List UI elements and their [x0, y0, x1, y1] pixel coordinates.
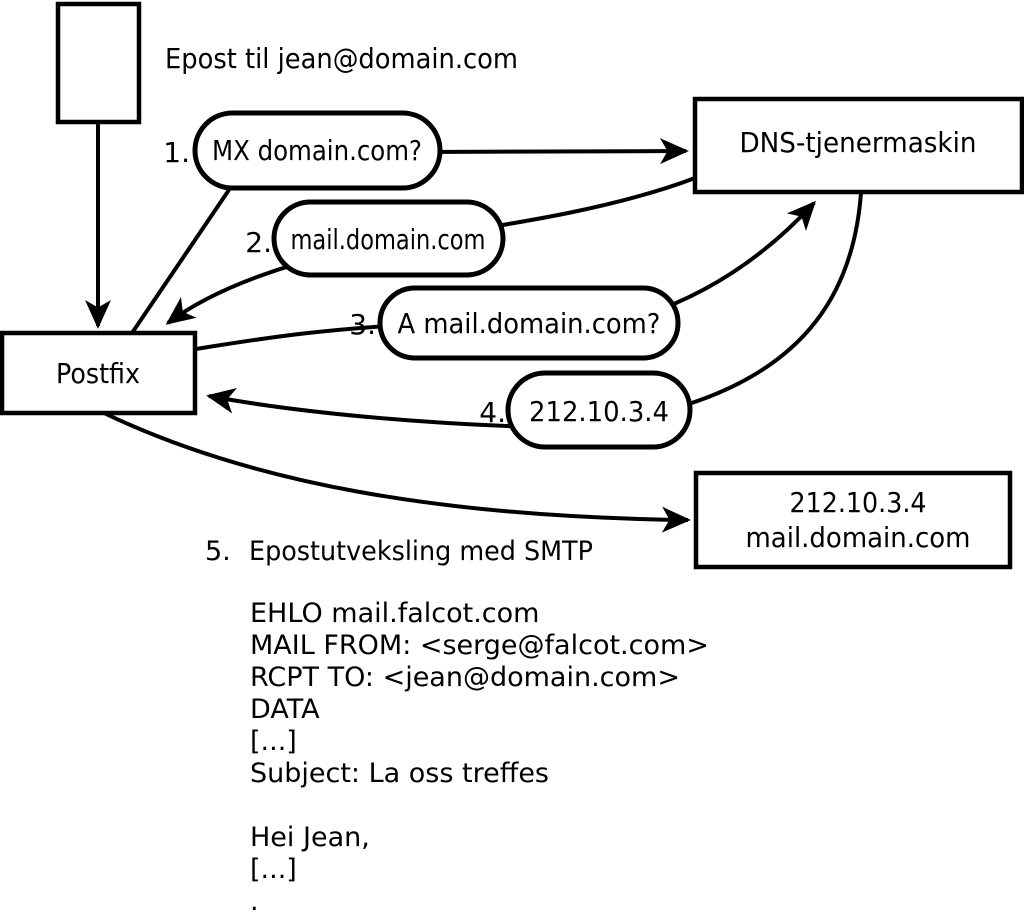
mail-server-hostname: mail.domain.com [746, 521, 971, 554]
mail-server-box [693, 470, 1013, 570]
smtp-line: Subject: La oss treffes [250, 758, 549, 789]
smtp-line: . [250, 886, 259, 917]
pill-a-query [377, 285, 681, 361]
line-dns-a-reply [664, 192, 863, 413]
step1-number: 1. [163, 136, 190, 169]
step5-number: 5. [205, 536, 231, 567]
line-postfix-to-mx-query [130, 176, 239, 335]
smtp-line: MAIL FROM: <serge@falcot.com> [250, 630, 709, 661]
smtp-line: [...] [250, 854, 297, 885]
smtp-line: Hei Jean, [250, 822, 370, 853]
arrow-mx-query-to-dns [419, 138, 689, 165]
step3-label: A mail.domain.com? [398, 307, 661, 340]
smtp-session-block: EHLO mail.falcot.com MAIL FROM: <serge@f… [250, 598, 709, 917]
message-box [55, 1, 142, 125]
postfix-label: Postfix [56, 357, 140, 390]
step4-number: 4. [479, 396, 506, 429]
pill-mx-query [192, 110, 443, 191]
step1-label: MX domain.com? [212, 134, 422, 167]
smtp-line: [...] [250, 726, 297, 757]
step3-number: 3. [349, 308, 376, 341]
smtp-line: DATA [250, 694, 320, 725]
step5-label: Epostutveksling med SMTP [249, 536, 593, 567]
mail-server-ip: 212.10.3.4 [790, 486, 927, 519]
smtp-line: EHLO mail.falcot.com [250, 598, 539, 629]
arrow-smtp-to-mailserver [103, 411, 691, 533]
email-label: Epost til jean@domain.com [165, 42, 518, 75]
dns-server-label: DNS-tjenermaskin [740, 126, 977, 159]
step2-label: mail.domain.com [291, 223, 486, 256]
pill-a-answer [505, 370, 693, 450]
postfix-box [0, 330, 198, 416]
pill-mx-answer [271, 199, 506, 278]
smtp-line: RCPT TO: <jean@domain.com> [250, 662, 680, 693]
dns-server-box [692, 96, 1024, 195]
step2-number: 2. [245, 226, 272, 259]
step4-label: 212.10.3.4 [529, 395, 669, 428]
